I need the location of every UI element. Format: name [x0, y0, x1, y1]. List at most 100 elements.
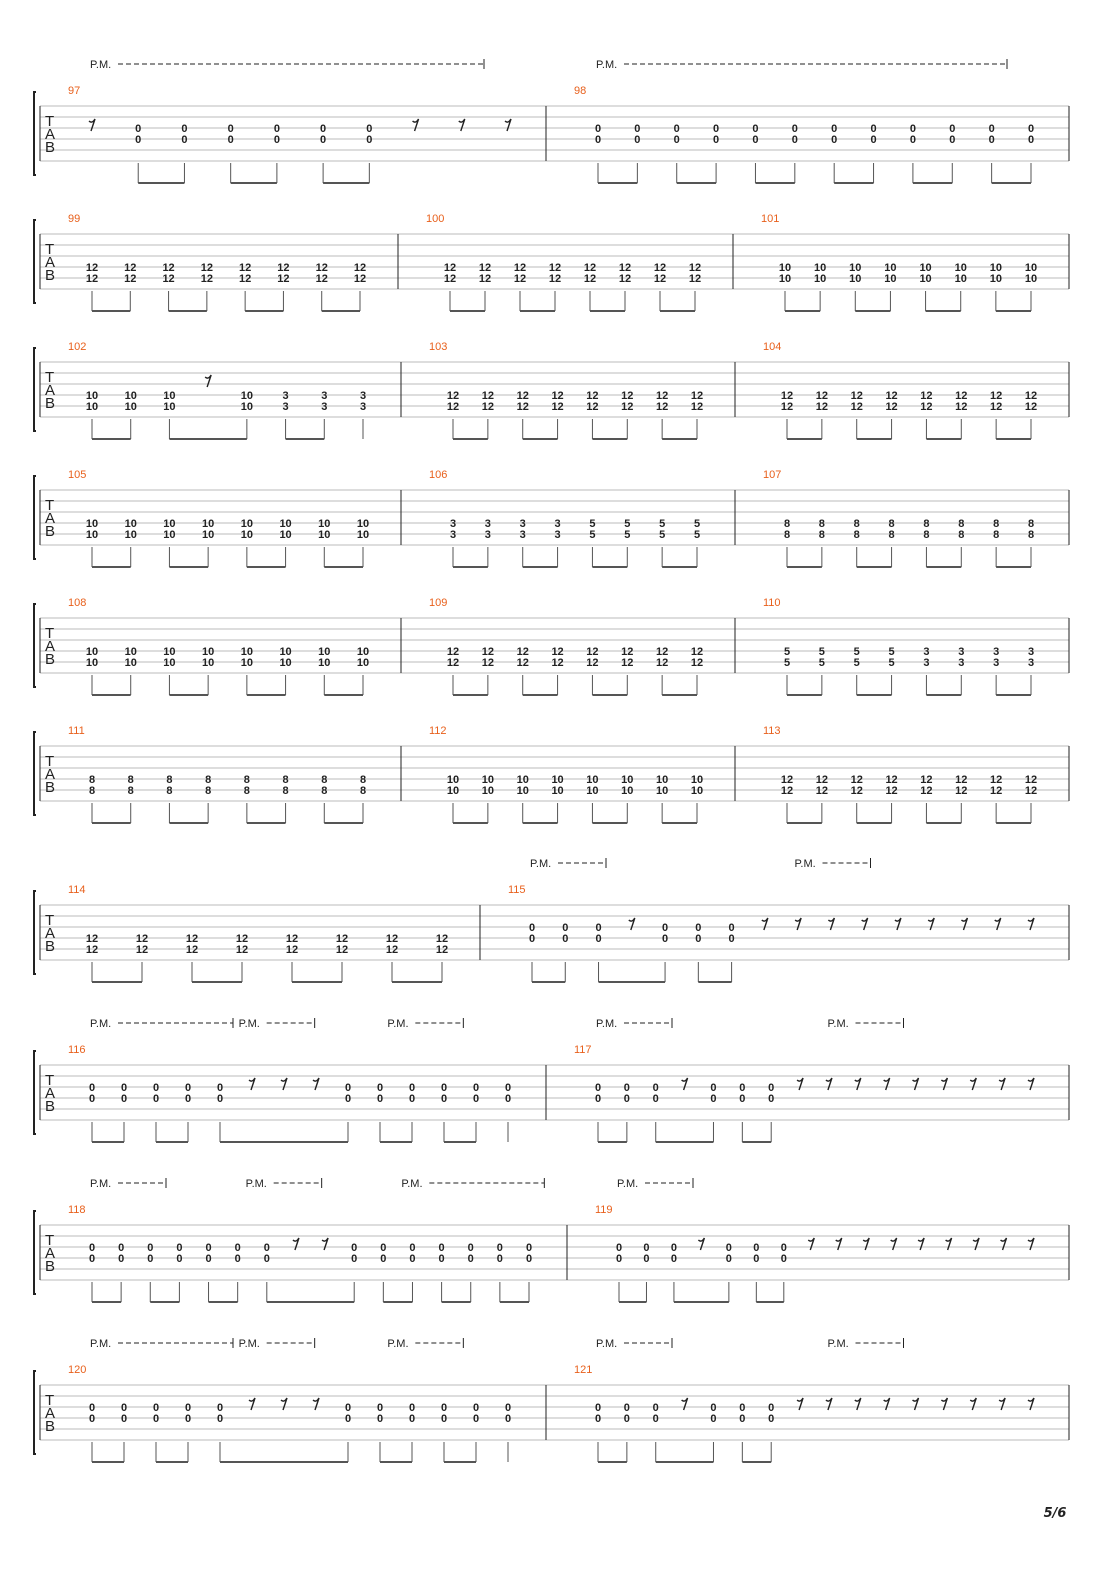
fret-number: 10 — [814, 273, 826, 285]
tab-clef-letter: A — [45, 382, 55, 399]
fret-number: 12 — [1025, 785, 1037, 797]
fret-number: 0 — [624, 1413, 630, 1425]
rest-icon — [796, 1077, 804, 1091]
fret-number: 10 — [919, 262, 931, 274]
fret-number: 10 — [1025, 262, 1037, 274]
rest-icon — [998, 1077, 1006, 1091]
fret-number: 10 — [241, 401, 253, 413]
fret-number: 5 — [854, 657, 860, 669]
fret-number: 12 — [621, 646, 633, 658]
tab-clef-letter: B — [45, 523, 55, 540]
tab-clef-letter: T — [45, 241, 54, 258]
fret-number: 10 — [163, 401, 175, 413]
fret-number: 10 — [586, 785, 598, 797]
fret-number: 0 — [153, 1093, 159, 1105]
palm-mute-label: P.M. — [401, 1178, 422, 1190]
fret-number: 12 — [336, 933, 348, 945]
palm-mute-label: P.M. — [90, 59, 111, 71]
fret-number: 0 — [713, 134, 719, 146]
rest-icon — [854, 1397, 862, 1411]
fret-number: 0 — [870, 123, 876, 135]
fret-number: 0 — [121, 1082, 127, 1094]
fret-number: 0 — [89, 1242, 95, 1254]
fret-number: 0 — [185, 1093, 191, 1105]
fret-number: 8 — [128, 774, 134, 786]
fret-number: 0 — [89, 1093, 95, 1105]
fret-number: 12 — [514, 273, 526, 285]
fret-number: 0 — [89, 1253, 95, 1265]
tab-clef-letter: A — [45, 766, 55, 783]
fret-number: 0 — [671, 1242, 677, 1254]
fret-number: 12 — [447, 390, 459, 402]
fret-number: 12 — [316, 262, 328, 274]
fret-number: 3 — [958, 657, 964, 669]
fret-number: 10 — [202, 518, 214, 530]
fret-number: 0 — [377, 1093, 383, 1105]
fret-number: 12 — [239, 273, 251, 285]
system-bracket — [33, 1370, 36, 1455]
rest-icon — [940, 1077, 949, 1091]
fret-number: 5 — [784, 657, 790, 669]
fret-number: 0 — [439, 1242, 445, 1254]
fret-number: 12 — [1025, 774, 1037, 786]
rest-icon — [883, 1077, 891, 1091]
fret-number: 0 — [653, 1413, 659, 1425]
fret-number: 10 — [551, 785, 563, 797]
fret-number: 10 — [318, 657, 330, 669]
fret-number: 8 — [360, 785, 366, 797]
system-bracket — [33, 91, 36, 176]
fret-number: 12 — [920, 390, 932, 402]
tab-clef-letter: A — [45, 1405, 55, 1422]
fret-number: 8 — [819, 529, 825, 541]
fret-number: 0 — [674, 123, 680, 135]
measure-number: 116 — [68, 1044, 86, 1056]
fret-number: 12 — [479, 262, 491, 274]
fret-number: 12 — [136, 933, 148, 945]
rest-icon — [994, 917, 1002, 931]
fret-number: 10 — [202, 657, 214, 669]
fret-number: 10 — [357, 529, 369, 541]
fret-number: 12 — [920, 785, 932, 797]
fret-number: 0 — [217, 1413, 223, 1425]
fret-number: 0 — [135, 123, 141, 135]
palm-mute-label: P.M. — [596, 59, 617, 71]
fret-number: 8 — [784, 518, 790, 530]
fret-number: 3 — [520, 518, 526, 530]
tab-clef-letter: T — [45, 625, 54, 642]
measure-number: 103 — [429, 341, 447, 353]
system-bracket — [33, 890, 36, 975]
fret-number: 10 — [955, 262, 967, 274]
fret-number: 12 — [514, 262, 526, 274]
fret-number: 12 — [990, 774, 1002, 786]
fret-number: 10 — [163, 529, 175, 541]
fret-number: 0 — [781, 1242, 787, 1254]
fret-number: 12 — [286, 933, 298, 945]
system-bracket — [33, 603, 36, 688]
fret-number: 0 — [949, 123, 955, 135]
fret-number: 8 — [854, 529, 860, 541]
fret-number: 0 — [768, 1093, 774, 1105]
fret-number: 10 — [621, 785, 633, 797]
fret-number: 3 — [283, 390, 289, 402]
fret-number: 8 — [889, 529, 895, 541]
fret-number: 0 — [752, 123, 758, 135]
fret-number: 0 — [121, 1413, 127, 1425]
fret-number: 8 — [993, 529, 999, 541]
fret-number: 0 — [274, 134, 280, 146]
fret-number: 0 — [441, 1402, 447, 1414]
fret-number: 0 — [1028, 123, 1034, 135]
fret-number: 12 — [277, 262, 289, 274]
fret-number: 3 — [1028, 646, 1034, 658]
fret-number: 0 — [380, 1253, 386, 1265]
fret-number: 12 — [851, 390, 863, 402]
tab-clef-letter: T — [45, 912, 54, 929]
fret-number: 0 — [153, 1402, 159, 1414]
rest-icon — [969, 1397, 977, 1411]
fret-number: 10 — [884, 273, 896, 285]
fret-number: 10 — [241, 646, 253, 658]
measure-number: 101 — [761, 213, 779, 225]
fret-number: 12 — [691, 401, 703, 413]
fret-number: 12 — [656, 657, 668, 669]
system-bracket — [33, 475, 36, 560]
fret-number: 10 — [279, 657, 291, 669]
